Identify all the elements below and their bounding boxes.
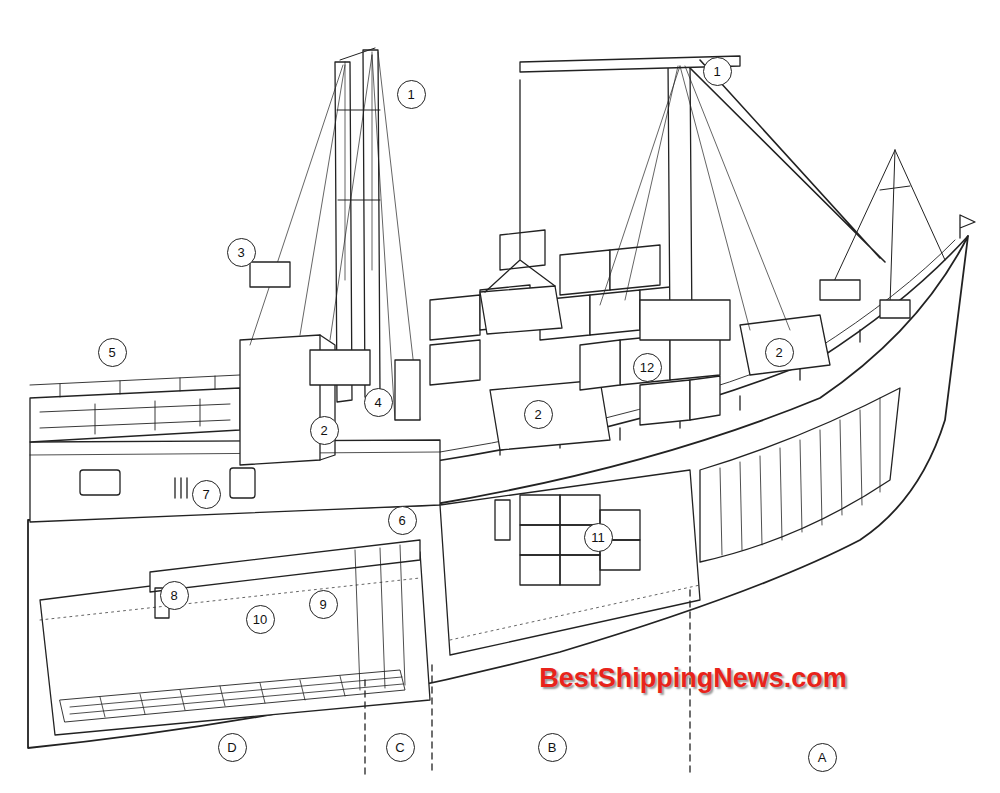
callout-number: 8 (160, 581, 189, 610)
watermark: BestShippingNews.com (539, 664, 847, 694)
callout-number: 9 (309, 590, 338, 619)
callout-number: B (538, 733, 567, 762)
callout-number: 7 (192, 480, 221, 509)
callout-number: C (386, 733, 415, 762)
callout-number: 2 (310, 416, 339, 445)
callout-number: 5 (98, 338, 127, 367)
callout-number: 4 (364, 388, 393, 417)
callout-number: 6 (388, 506, 417, 535)
callout-number: A (808, 743, 837, 772)
callout-number: 11 (584, 523, 613, 552)
callout-number: 1 (397, 80, 426, 109)
callout-number: 12 (633, 353, 662, 382)
callout-number: 10 (246, 605, 275, 634)
callout-number: D (218, 733, 247, 762)
callout-number: 3 (227, 238, 256, 267)
callout-number: 2 (765, 338, 794, 367)
callout-number: 2 (524, 400, 553, 429)
callout-number: 1 (703, 57, 732, 86)
